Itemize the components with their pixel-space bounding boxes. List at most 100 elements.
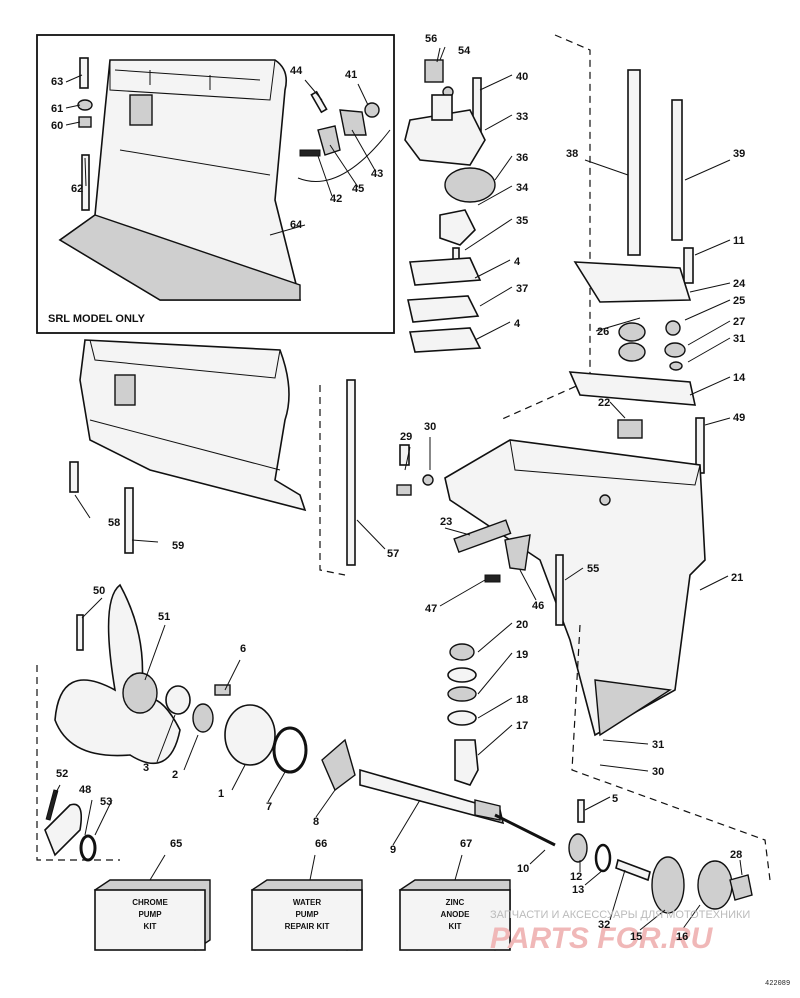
kit-box-67 (93, 879, 211, 951)
callout-42-44: 42 (330, 193, 342, 205)
leader-line-7 (267, 771, 286, 803)
leader-line-11 (694, 239, 731, 256)
callout-54-56: 54 (458, 45, 471, 57)
kit-67-line3: KIT (144, 922, 157, 931)
kit-69-line2: ANODE (441, 910, 471, 919)
kit-67-line2: PUMP (138, 910, 162, 919)
leader-line-32 (602, 739, 649, 745)
leader-line-19 (477, 652, 513, 695)
leader-line-53 (144, 624, 166, 681)
leader-line-60 (74, 494, 91, 519)
callout-12-12: 12 (570, 871, 582, 883)
kit-box-69 (398, 879, 511, 951)
leader-line-45 (351, 129, 377, 173)
callout-43-45: 43 (371, 168, 383, 180)
callout-37-39: 37 (516, 283, 528, 295)
callout-48-50: 48 (79, 784, 91, 796)
callout-44-46: 44 (290, 65, 303, 77)
leader-line-14 (689, 376, 731, 396)
callout-55-57: 55 (587, 563, 599, 575)
leader-line-44 (317, 155, 333, 197)
kit-box-68 (250, 879, 363, 951)
callout-31-33: 31 (733, 333, 745, 345)
leader-line-64 (84, 157, 87, 187)
leader-line-30 (599, 764, 649, 772)
drawing-code: 422089 (765, 980, 790, 988)
callout-14-14: 14 (733, 372, 746, 384)
leader-line-56 (436, 47, 441, 63)
driveshaft-parts (568, 69, 705, 474)
leader-line-10 (529, 849, 546, 865)
propeller-parts (36, 583, 556, 862)
callout-39-41: 39 (733, 148, 745, 160)
leader-line-68 (309, 854, 316, 881)
callout-32-34: 32 (598, 919, 610, 931)
callout-59-61: 59 (172, 540, 184, 552)
leader-line-25 (684, 299, 731, 321)
leader-line-57 (564, 567, 584, 581)
callout-57-59: 57 (387, 548, 399, 560)
leader-line-13 (584, 869, 604, 886)
leader-line-33 (687, 337, 731, 363)
leader-line-41 (684, 159, 731, 181)
callout-66-68: 66 (315, 838, 327, 850)
callout-34-36: 34 (516, 182, 529, 194)
gear-housing (396, 439, 771, 881)
leader-line-29 (404, 446, 411, 471)
leader-line-23 (444, 527, 471, 536)
callout-63-65: 63 (51, 76, 63, 88)
leader-line-63 (65, 104, 81, 109)
kit-68-line3: REPAIR KIT (285, 922, 330, 931)
callout-11-11: 11 (733, 235, 745, 247)
callout-60-62: 60 (51, 120, 63, 132)
leader-line-38 (494, 155, 513, 181)
leader-line-47 (329, 144, 359, 188)
leader-line-59 (356, 519, 386, 550)
leader-line-8 (315, 789, 336, 818)
callout-2-1: 2 (172, 769, 178, 781)
callout-58-60: 58 (108, 517, 120, 529)
callout-18-18: 18 (516, 694, 528, 706)
callout-16-16: 16 (676, 931, 688, 943)
leader-line-21 (699, 575, 729, 591)
srl-housing-drawing (58, 59, 302, 301)
rear-gear-group (568, 799, 753, 914)
leader-line-26 (595, 317, 641, 332)
leader-line-55 (94, 799, 113, 836)
callout-17-17: 17 (516, 720, 528, 732)
callout-15-15: 15 (630, 931, 642, 943)
callout-5-5: 5 (612, 793, 618, 805)
callout-56-58: 56 (425, 33, 437, 45)
callout-47-49: 47 (425, 603, 437, 615)
leader-line-69 (454, 854, 463, 881)
callout-35-37: 35 (516, 215, 528, 227)
pump-dashed-group (499, 34, 591, 421)
leader-line-46 (304, 79, 323, 101)
leader-line-39 (479, 286, 513, 307)
callout-45-47: 45 (352, 183, 364, 195)
leader-line-28 (739, 859, 743, 876)
leader-line-15 (639, 909, 666, 931)
callout-30-31: 30 (424, 421, 436, 433)
callout-4-4: 4 (514, 318, 521, 330)
leader-line-3 (474, 259, 511, 279)
leader-line-50 (84, 799, 93, 836)
callout-24-24: 24 (733, 278, 746, 290)
callout-40-42: 40 (516, 71, 528, 83)
callout-46-48: 46 (532, 600, 544, 612)
watermark-line2: PARTS FOR.RU (490, 922, 714, 955)
callout-51-53: 51 (158, 611, 170, 623)
leader-line-54 (51, 784, 61, 801)
callout-7-7: 7 (266, 801, 272, 813)
callout-21-21: 21 (731, 572, 743, 584)
callout-20-20: 20 (516, 619, 528, 631)
leader-line-36 (477, 185, 513, 206)
leader-line-24 (689, 282, 731, 293)
callout-61-63: 61 (51, 103, 63, 115)
srl-inset-box (36, 34, 395, 334)
callout-13-13: 13 (572, 884, 584, 896)
callout-4-3: 4 (514, 256, 521, 268)
leader-line-42 (479, 74, 513, 91)
